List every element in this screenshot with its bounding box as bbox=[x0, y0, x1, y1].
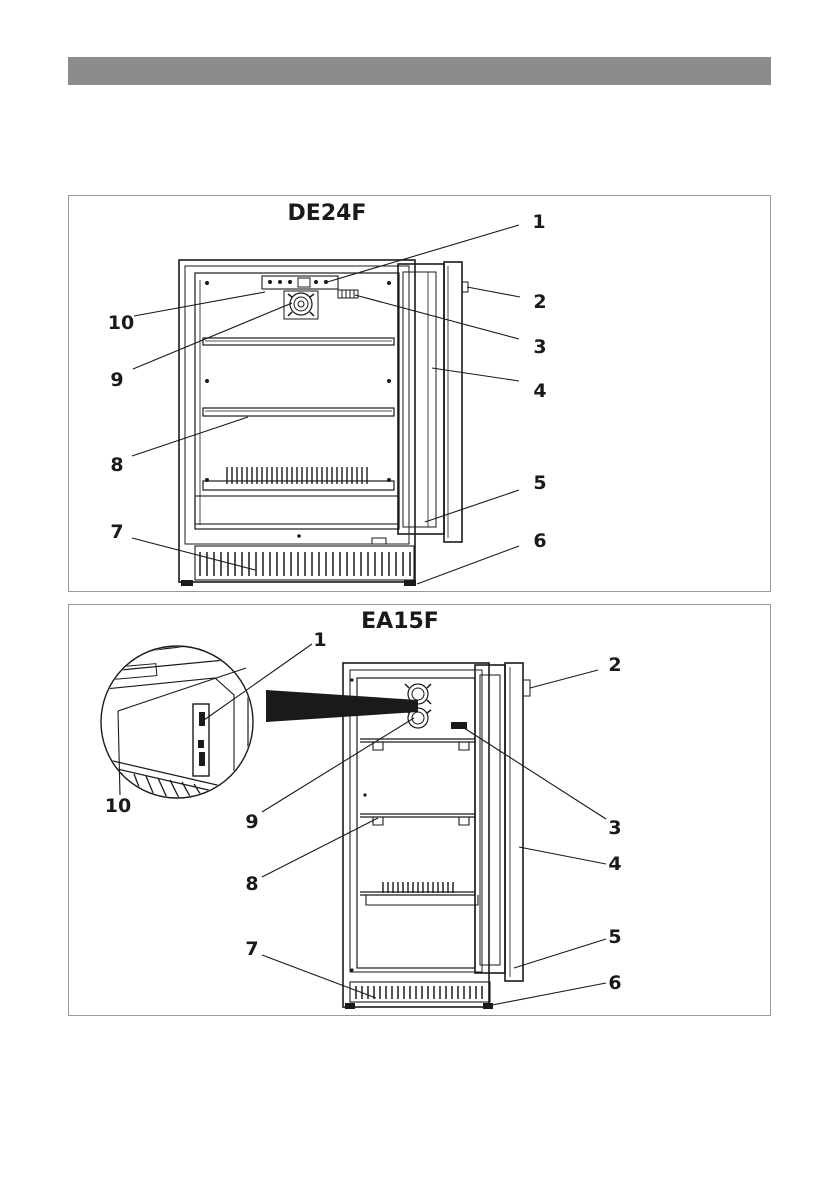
interior-compartment bbox=[195, 273, 399, 529]
callout-7: 7 bbox=[110, 521, 123, 543]
screw bbox=[387, 379, 391, 383]
handle-icon bbox=[523, 680, 530, 696]
callout-6: 6 bbox=[533, 530, 546, 552]
control-panel-detail bbox=[95, 640, 418, 810]
model-title-de24f: DE24F bbox=[288, 201, 367, 226]
callout-7: 7 bbox=[245, 938, 258, 960]
cabinet-outline bbox=[179, 260, 415, 582]
screw bbox=[387, 281, 391, 285]
screw bbox=[205, 281, 209, 285]
drawer bbox=[195, 496, 399, 524]
fridge-de24f: DE24F bbox=[108, 201, 547, 586]
foot bbox=[404, 580, 416, 586]
screw bbox=[205, 379, 209, 383]
foot bbox=[345, 1003, 355, 1009]
callout-5: 5 bbox=[533, 472, 546, 494]
interior-compartment bbox=[357, 678, 475, 968]
callout-6: 6 bbox=[608, 972, 621, 994]
foot bbox=[181, 580, 193, 586]
grille-icon bbox=[350, 982, 490, 1002]
callout-4: 4 bbox=[608, 853, 621, 875]
callout-1: 1 bbox=[532, 211, 545, 233]
callout-2: 2 bbox=[608, 654, 621, 676]
callout-3: 3 bbox=[608, 817, 621, 839]
callout-9: 9 bbox=[245, 811, 258, 833]
model-title-ea15f: EA15F bbox=[361, 609, 439, 634]
cabinet-inner-frame bbox=[185, 266, 409, 544]
callout-2: 2 bbox=[533, 291, 546, 313]
light-icon bbox=[338, 290, 358, 298]
hinge-icon bbox=[372, 538, 386, 544]
shelf-icon bbox=[360, 739, 478, 905]
callout-10: 10 bbox=[108, 312, 134, 334]
callout-4: 4 bbox=[533, 380, 546, 402]
bottle-rack bbox=[383, 882, 453, 893]
callout-1: 1 bbox=[313, 629, 326, 651]
callout-8: 8 bbox=[110, 454, 123, 476]
fan-icon bbox=[284, 291, 318, 319]
callout-9: 9 bbox=[110, 369, 123, 391]
callout-3: 3 bbox=[533, 336, 546, 358]
callout-10: 10 bbox=[105, 795, 131, 817]
door bbox=[398, 262, 462, 542]
callout-5: 5 bbox=[608, 926, 621, 948]
foot bbox=[483, 1003, 493, 1009]
fridge-ea15f: EA15F bbox=[95, 609, 622, 1009]
callout-8: 8 bbox=[245, 873, 258, 895]
